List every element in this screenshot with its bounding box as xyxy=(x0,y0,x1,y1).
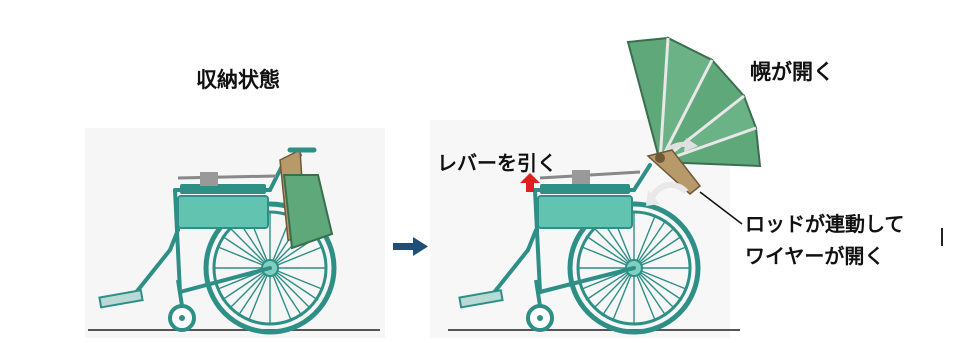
handle-bar-left xyxy=(177,174,277,180)
footrest-left xyxy=(98,289,144,309)
wheelchair-folded-icon xyxy=(88,147,380,335)
footrest-right xyxy=(458,289,504,309)
label-rod-line2: ワイヤーが開く xyxy=(745,244,885,268)
label-canopy-opens: 幌が開く xyxy=(750,60,834,84)
callout-line xyxy=(699,191,743,225)
folded-canopy xyxy=(282,174,334,250)
armrest-left xyxy=(180,184,266,194)
label-pull-lever: レバーを引く xyxy=(437,151,557,175)
rod-rotation-arrow-icon xyxy=(649,181,689,200)
lever-right xyxy=(572,170,590,184)
wheelchair-canopy-open-icon xyxy=(448,36,762,335)
armrest-right xyxy=(540,184,630,194)
label-rod-wire: ロッドが連動して ワイヤーが開く xyxy=(745,208,904,272)
seat-right xyxy=(537,195,633,229)
seat-left xyxy=(177,195,269,229)
transition-arrow-icon xyxy=(393,237,428,256)
lever-left xyxy=(200,172,218,186)
label-rod-line1: ロッドが連動して xyxy=(745,212,905,236)
label-stored-state: 収納状態 xyxy=(196,68,280,92)
lever-up-arrow-icon xyxy=(520,173,540,192)
front-caster-right xyxy=(526,279,554,332)
